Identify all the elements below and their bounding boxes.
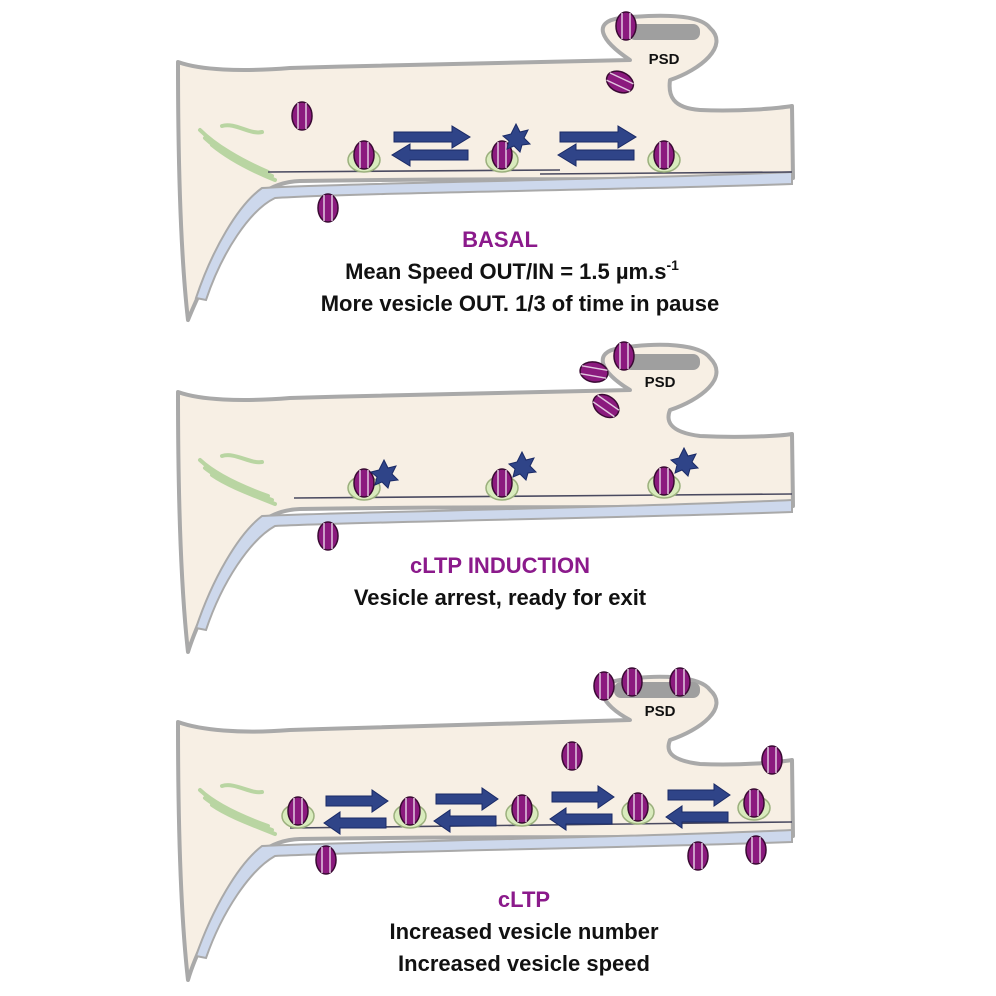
motor-vesicle	[281, 796, 315, 829]
psd-label: PSD	[645, 703, 676, 720]
psd-label: PSD	[649, 51, 680, 68]
motor-vesicle	[485, 468, 519, 501]
vesicle-arrest-text: Vesicle arrest, ready for exit	[354, 585, 647, 610]
panel-basal: PSD BASAL Mean Speed OUT/IN = 1.5 µm.s-1…	[176, 11, 795, 322]
activator-star	[501, 122, 532, 153]
vesicle	[317, 521, 339, 551]
psd	[628, 24, 700, 40]
panel-cltp: PSD cLTP Increased vesicle number Increa…	[176, 667, 795, 982]
golgi-apparatus	[198, 453, 277, 506]
vesicle	[605, 70, 635, 94]
motor-vesicle	[621, 792, 655, 825]
vesicle	[561, 741, 583, 771]
mean-speed-text: Mean Speed OUT/IN = 1.5 µm.s-1	[345, 257, 679, 284]
vesicle	[613, 341, 635, 371]
activator-star	[369, 458, 400, 489]
pause-text: More vesicle OUT. 1/3 of time in pause	[321, 291, 720, 316]
golgi-apparatus	[198, 783, 277, 836]
motor-vesicle	[647, 466, 681, 499]
vesicle	[615, 11, 637, 41]
motor-vesicle	[393, 796, 427, 829]
microtubule	[539, 171, 793, 175]
vesicle	[593, 671, 615, 701]
vesicle	[317, 193, 339, 223]
motor-vesicle	[737, 788, 771, 821]
er-tube	[194, 828, 793, 960]
vesicle	[669, 667, 691, 697]
panel-title: BASAL	[462, 227, 538, 252]
mean-speed-superscript: -1	[666, 257, 679, 273]
golgi-apparatus	[198, 123, 277, 182]
motor-vesicle	[505, 794, 539, 827]
panel-title: cLTP	[498, 887, 550, 912]
bidirectional-arrows	[391, 125, 637, 167]
psd	[624, 354, 700, 370]
vesicle	[579, 361, 609, 383]
panel-cltp-induction: PSD cLTP INDUCTION Vesicle arrest, ready…	[176, 341, 795, 654]
activator-star	[669, 446, 700, 477]
mean-speed-main: Mean Speed OUT/IN = 1.5 µm.s	[345, 259, 666, 284]
activator-star	[507, 450, 538, 481]
er-tube	[194, 498, 793, 632]
bidirectional-arrows	[323, 783, 731, 835]
psd-label: PSD	[645, 374, 676, 391]
vesicle	[745, 835, 767, 865]
vesicle	[291, 101, 313, 131]
vesicle	[315, 845, 337, 875]
vesicle	[687, 841, 709, 871]
motor-vesicle	[347, 140, 381, 173]
panel-title: cLTP INDUCTION	[410, 553, 590, 578]
motor-vesicle	[347, 468, 381, 501]
vesicle-number-text: Increased vesicle number	[389, 919, 658, 944]
vesicle	[592, 393, 620, 419]
microtubule	[293, 493, 793, 499]
motor-vesicle	[647, 140, 681, 173]
vesicle	[761, 745, 783, 775]
vesicle	[621, 667, 643, 697]
er-tube	[194, 170, 793, 302]
vesicle-speed-text: Increased vesicle speed	[398, 951, 650, 976]
